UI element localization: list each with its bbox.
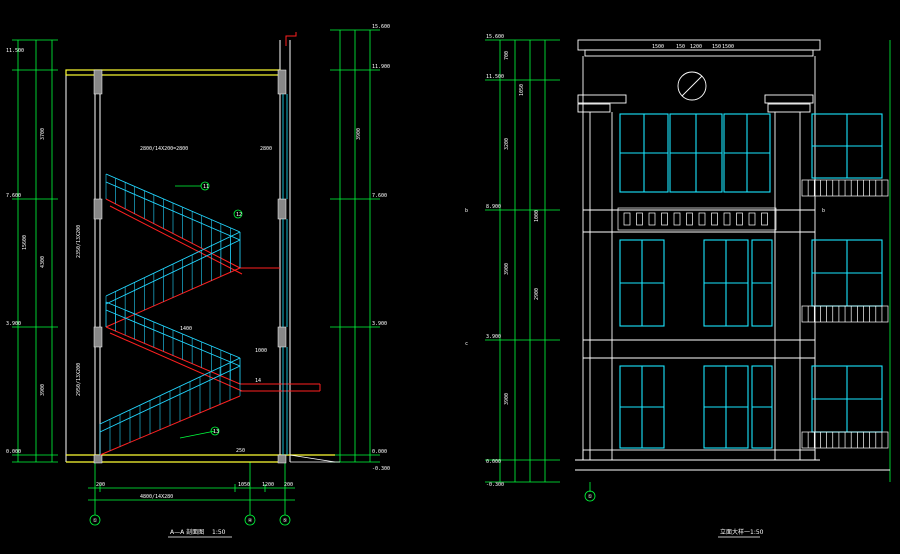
window-dim-2: 150 — [676, 44, 685, 50]
story-height-1: 3700 — [40, 128, 46, 140]
elevation-level-5: 0.000 — [486, 459, 501, 465]
elevation-balconies — [801, 179, 889, 449]
side-mark-1: b — [465, 208, 468, 214]
elevation-level-4: 3.900 — [486, 334, 501, 340]
elev-right-1: 15.600 — [372, 24, 390, 30]
section-floor-slabs — [65, 69, 335, 463]
section-ground — [289, 454, 340, 463]
elev-dim-1: 700 — [504, 51, 510, 60]
elevation-axis-label: ① — [588, 494, 593, 500]
elevation-axis-bubble — [584, 490, 596, 502]
stair-run-label-3: 2950/13X200 — [76, 363, 82, 396]
frieze-slot — [623, 212, 631, 226]
callout-13: 13 — [213, 429, 219, 435]
frieze-slot — [686, 212, 693, 226]
roof-emblem-icon — [677, 71, 707, 101]
frieze-slot — [673, 212, 681, 226]
elevation-level-3: 8.900 — [486, 204, 501, 210]
section-slab-blocks — [93, 69, 287, 464]
frieze-slot — [723, 212, 731, 226]
callout-11: 11 — [203, 184, 209, 190]
elevation-windows — [619, 113, 883, 449]
bottom-dim-5: 200 — [284, 482, 293, 488]
frieze-slot — [698, 212, 706, 226]
elevation-dimension-lines-left — [485, 39, 560, 483]
callout-12: 12 — [236, 212, 242, 218]
elev-dim-7: 3900 — [504, 393, 510, 405]
frieze-slot — [761, 212, 768, 226]
section-dimension-lines-bottom — [88, 462, 295, 515]
total-height-dim: 15600 — [22, 235, 28, 250]
side-mark-3: c — [465, 341, 468, 347]
elevation-drawing: ① 15.600 11.500 8.900 3.900 0.000 -0.300… — [465, 34, 891, 538]
grid-axis-label-4: ④ — [248, 518, 253, 524]
window-dim-3: 1200 — [690, 44, 702, 50]
story-height-right-1: 3900 — [356, 128, 362, 140]
section-title: A—A 剖面图 — [170, 528, 204, 536]
frieze-slot — [636, 212, 643, 226]
elev-left-1: 11.500 — [6, 48, 24, 54]
elevation-level-1: 15.600 — [486, 34, 504, 40]
frieze-slot — [661, 212, 668, 226]
landing-dim-3: 1400 — [180, 326, 192, 332]
landing-dim-2: 1000 — [255, 348, 267, 354]
elev-left-2: 7.600 — [6, 193, 21, 199]
elevation-level-6: -0.300 — [486, 482, 504, 488]
elev-dim-4: 1000 — [534, 210, 540, 222]
frieze-slot — [648, 212, 656, 226]
window-dim-4: 150 — [712, 44, 721, 50]
stair-balusters — [99, 174, 241, 455]
section-parapet — [285, 32, 297, 46]
elev-left-4: 0.000 — [6, 449, 21, 455]
section-scale: 1:50 — [212, 529, 226, 536]
elev-right-5: 0.000 — [372, 449, 387, 455]
section-dimension-lines-left — [12, 39, 58, 463]
bottom-dim-3: 1050 — [238, 482, 250, 488]
elev-left-3: 3.900 — [6, 321, 21, 327]
frieze-slot — [748, 212, 756, 226]
elev-right-2: 11.900 — [372, 64, 390, 70]
landing-dim-1: 2800 — [260, 146, 272, 152]
callout-14: 14 — [255, 378, 261, 384]
elev-right-6: -0.300 — [372, 466, 390, 472]
elevation-frieze — [617, 207, 777, 231]
window-dim-1: 1500 — [652, 44, 664, 50]
stair-run-label-1: 2800/14X200=2800 — [140, 146, 188, 152]
elevation-facade-outline — [575, 39, 890, 471]
grid-axis-bubbles-section — [89, 514, 291, 526]
elevation-title: 立面大样一 — [720, 528, 750, 536]
section-callouts — [175, 181, 243, 439]
story-height-3: 3900 — [40, 384, 46, 396]
stair-run-label-2: 2350/13X200 — [76, 225, 82, 258]
section-window-strip — [282, 94, 288, 455]
frieze-slot — [736, 212, 743, 226]
window-dim-5: 1500 — [722, 44, 734, 50]
elevation-level-2: 11.500 — [486, 74, 504, 80]
bottom-dim-4: 1200 — [262, 482, 274, 488]
elevation-scale: 1:50 — [750, 529, 764, 536]
side-mark-2: b — [822, 208, 825, 214]
elev-right-3: 7.600 — [372, 193, 387, 199]
section-dimension-lines-right — [330, 29, 380, 463]
elev-dim-5: 3900 — [504, 263, 510, 275]
elev-dim-6: 2900 — [534, 288, 540, 300]
elev-right-4: 3.900 — [372, 321, 387, 327]
elev-dim-2: 1050 — [519, 84, 525, 96]
section-walls — [65, 40, 291, 462]
elev-dim-3: 3200 — [504, 138, 510, 150]
bottom-dim-1: 200 — [96, 482, 105, 488]
story-height-2: 4300 — [40, 256, 46, 268]
bottom-dim-2: 4800/14X280 — [140, 494, 173, 500]
frieze-slot — [711, 212, 718, 226]
landing-dim-4: 250 — [236, 448, 245, 454]
section-drawing: ① ④ ⑤ — [6, 24, 390, 538]
grid-axis-label-5: ⑤ — [283, 518, 288, 524]
grid-axis-label-1: ① — [93, 518, 98, 524]
